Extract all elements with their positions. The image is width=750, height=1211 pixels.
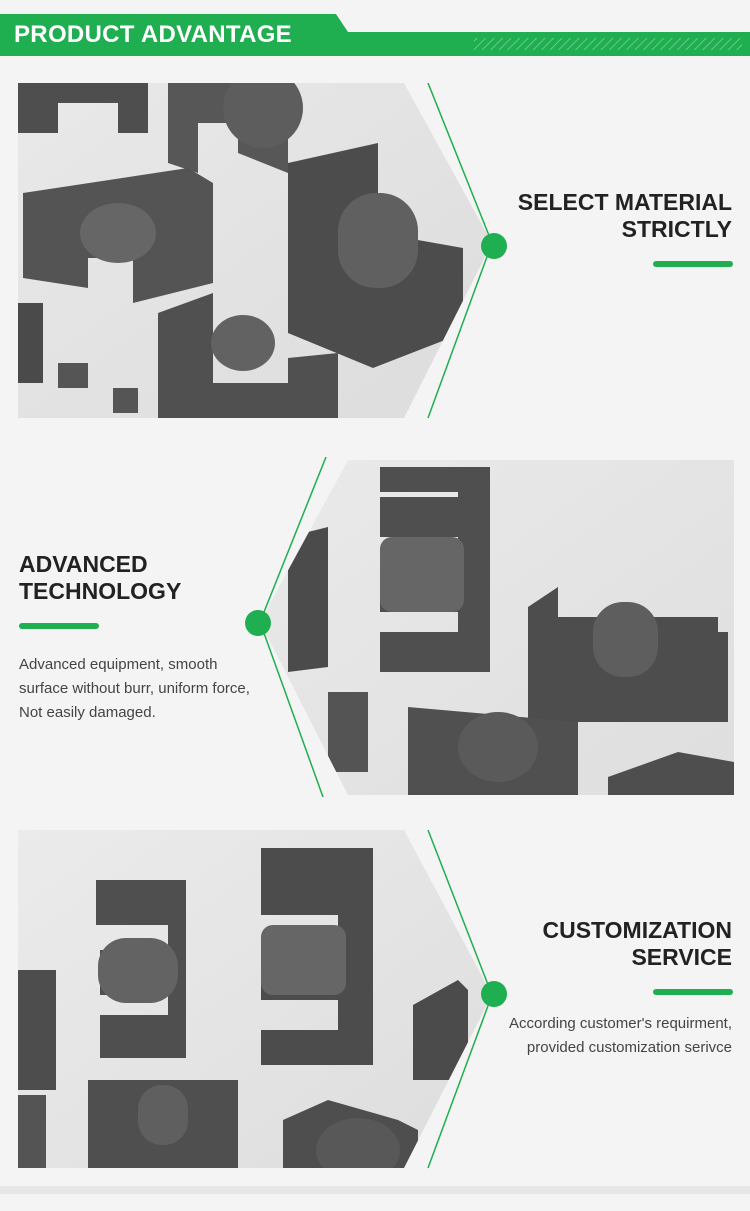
section-title-line1: CUSTOMIZATION bbox=[542, 917, 732, 943]
description-line: Advanced equipment, smooth bbox=[19, 656, 218, 673]
description-line: According customer's requirment, bbox=[509, 1015, 732, 1032]
page-title: PRODUCT ADVANTAGE bbox=[14, 21, 292, 48]
section-title: SELECT MATERIAL STRICTLY bbox=[518, 189, 732, 243]
section-marker-dot bbox=[245, 610, 271, 636]
section-title-line2: STRICTLY bbox=[621, 216, 732, 242]
ferrite-cores-photo bbox=[18, 830, 493, 1169]
ferrite-cores-photo bbox=[18, 83, 493, 419]
title-underline bbox=[653, 261, 733, 267]
section-header: PRODUCT ADVANTAGE bbox=[0, 14, 750, 56]
section-title-line1: ADVANCED bbox=[19, 551, 148, 577]
header-banner bbox=[0, 14, 750, 56]
ferrite-cores-photo bbox=[259, 457, 734, 797]
section-title: ADVANCED TECHNOLOGY bbox=[19, 551, 181, 605]
title-underline bbox=[653, 989, 733, 995]
description-line: surface without burr, uniform force, bbox=[19, 680, 250, 697]
title-underline bbox=[19, 623, 99, 629]
bottom-divider bbox=[0, 1186, 750, 1194]
description-line: Not easily damaged. bbox=[19, 704, 156, 721]
section-title-line2: SERVICE bbox=[631, 944, 732, 970]
section-title: CUSTOMIZATION SERVICE bbox=[542, 917, 732, 971]
section-title-line1: SELECT MATERIAL bbox=[517, 189, 732, 215]
section-marker-dot bbox=[481, 981, 507, 1007]
section-marker-dot bbox=[481, 233, 507, 259]
section-description: Advanced equipment, smooth surface witho… bbox=[19, 653, 250, 725]
section-description: According customer's requirment, provide… bbox=[509, 1012, 732, 1060]
description-line: provided customization serivce bbox=[526, 1039, 732, 1056]
section-title-line2: TECHNOLOGY bbox=[19, 578, 182, 604]
